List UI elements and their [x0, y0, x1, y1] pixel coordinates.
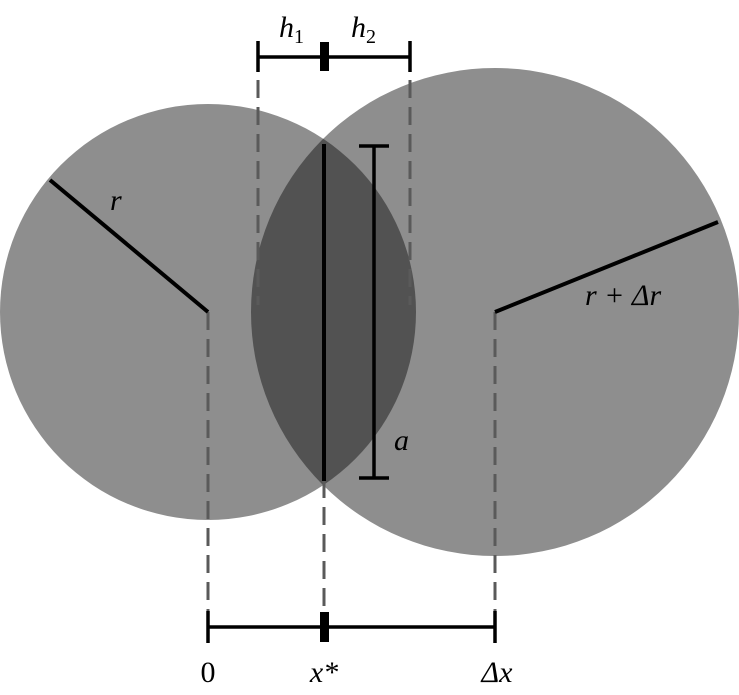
label-radius-right: r + Δr — [585, 279, 662, 312]
label-h1: h1 — [279, 11, 304, 48]
axis-xstar-mark — [320, 612, 329, 642]
label-radius-left: r — [110, 184, 122, 217]
height-bracket — [256, 41, 412, 72]
axis-bracket — [206, 611, 497, 643]
label-axis-origin: 0 — [201, 656, 216, 689]
radius-right-line — [494, 220, 719, 314]
label-h2: h2 — [351, 11, 376, 48]
chord-length-bracket — [359, 144, 389, 480]
label-axis-dx: Δx — [481, 656, 514, 689]
height-bracket-center-mark — [320, 42, 329, 71]
label-chord: a — [394, 424, 409, 457]
label-axis-xstar: x* — [309, 656, 338, 689]
radius-left-line — [48, 178, 210, 314]
